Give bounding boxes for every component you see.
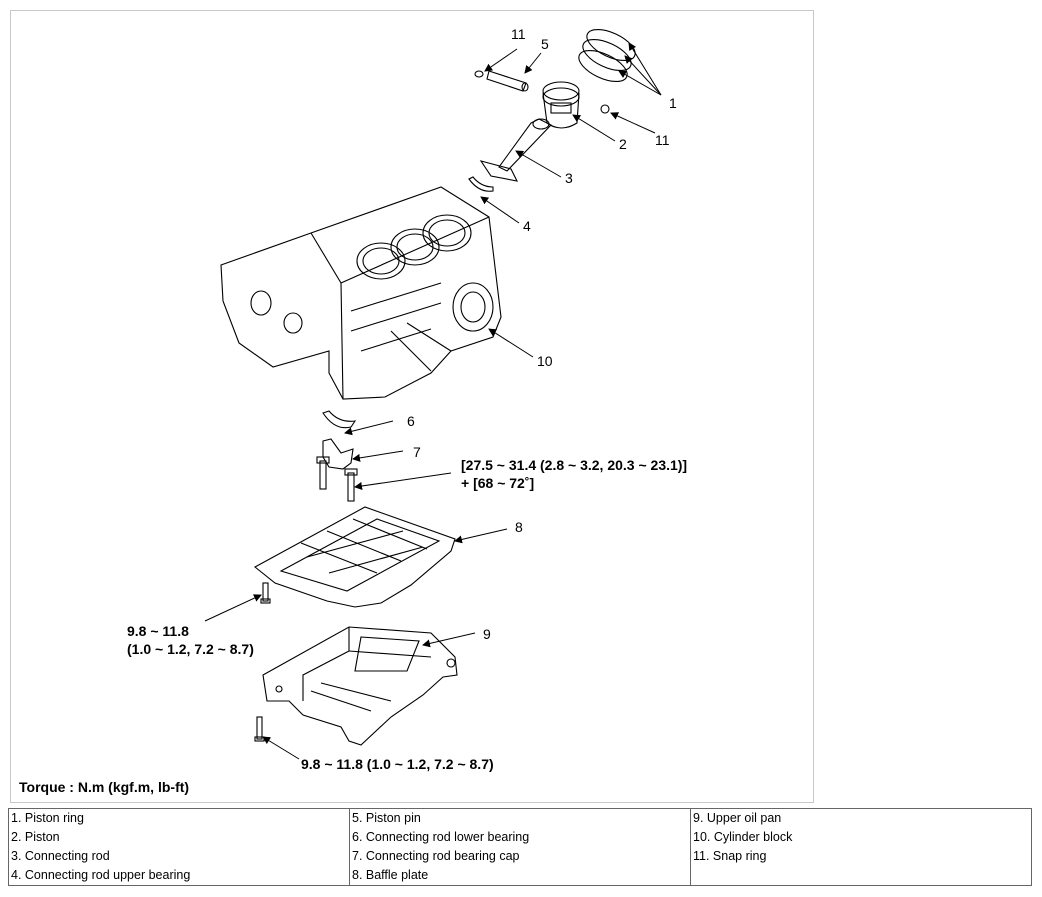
legend-item: 8. Baffle plate [352, 868, 429, 882]
callout-3: 3 [565, 170, 573, 186]
callout-9: 9 [483, 626, 491, 642]
piston-ring-part [578, 28, 636, 83]
bearing-cap-part [322, 438, 354, 470]
legend-item: 4. Connecting rod upper bearing [11, 868, 191, 882]
cap-bolt-part [316, 456, 358, 502]
snap-ring-part [474, 70, 484, 78]
callout-5: 5 [541, 36, 549, 52]
legend-item: 9. Upper oil pan [693, 811, 782, 825]
snap-ring-part [600, 104, 610, 114]
callout-7: 7 [413, 444, 421, 460]
torque-spec-rod-cap-2: + [68 ~ 72˚] [461, 475, 534, 491]
callout-2: 2 [619, 136, 627, 152]
legend-item: 11. Snap ring [693, 849, 767, 863]
callout-6: 6 [407, 413, 415, 429]
parts-legend-table: 1. Piston ring 2. Piston 3. Connecting r… [8, 808, 1032, 886]
cylinder-block-part [220, 186, 502, 400]
legend-item: 7. Connecting rod bearing cap [352, 849, 520, 863]
callout-11-right: 11 [655, 132, 670, 148]
legend-item: 1. Piston ring [11, 811, 84, 825]
torque-spec-baffle-1: 9.8 ~ 11.8 [127, 623, 189, 639]
legend-item: 2. Piston [11, 830, 60, 844]
exploded-diagram: 1 2 3 4 5 11 11 10 6 7 8 9 [27.5 ~ 31.4 … [10, 10, 814, 803]
torque-spec-rod-cap-1: [27.5 ~ 31.4 (2.8 ~ 3.2, 20.3 ~ 23.1)] [461, 457, 687, 473]
torque-units-caption: Torque : N.m (kgf.m, lb-ft) [19, 779, 190, 795]
torque-spec-baffle-2: (1.0 ~ 1.2, 7.2 ~ 8.7) [127, 641, 254, 657]
connecting-rod-part [479, 118, 552, 182]
piston-pin-part [486, 70, 529, 92]
legend-column-3: 9. Upper oil pan 10. Cylinder block 11. … [690, 808, 1032, 886]
callout-8: 8 [515, 519, 523, 535]
legend-column-1: 1. Piston ring 2. Piston 3. Connecting r… [8, 808, 350, 886]
callout-11-top: 11 [511, 26, 526, 42]
callout-4: 4 [523, 218, 531, 234]
lower-bearing-part [322, 410, 357, 429]
baffle-bolt-part [260, 582, 271, 604]
legend-item: 5. Piston pin [352, 811, 421, 825]
legend-column-2: 5. Piston pin 6. Connecting rod lower be… [349, 808, 691, 886]
callout-1: 1 [669, 95, 677, 111]
diagram-canvas: 1 2 3 4 5 11 11 10 6 7 8 9 [27.5 ~ 31.4 … [127, 26, 687, 772]
callout-10: 10 [537, 353, 553, 369]
oil-pan-bolt-part [254, 716, 265, 742]
legend-item: 6. Connecting rod lower bearing [352, 830, 530, 844]
leader-lines [204, 42, 662, 760]
piston-part [542, 81, 580, 129]
torque-spec-oil-pan: 9.8 ~ 11.8 (1.0 ~ 1.2, 7.2 ~ 8.7) [301, 756, 494, 772]
upper-bearing-part [468, 176, 494, 192]
baffle-plate-part [254, 506, 456, 608]
oil-pan-part [262, 626, 458, 746]
legend-item: 10. Cylinder block [693, 830, 793, 844]
legend-item: 3. Connecting rod [11, 849, 110, 863]
